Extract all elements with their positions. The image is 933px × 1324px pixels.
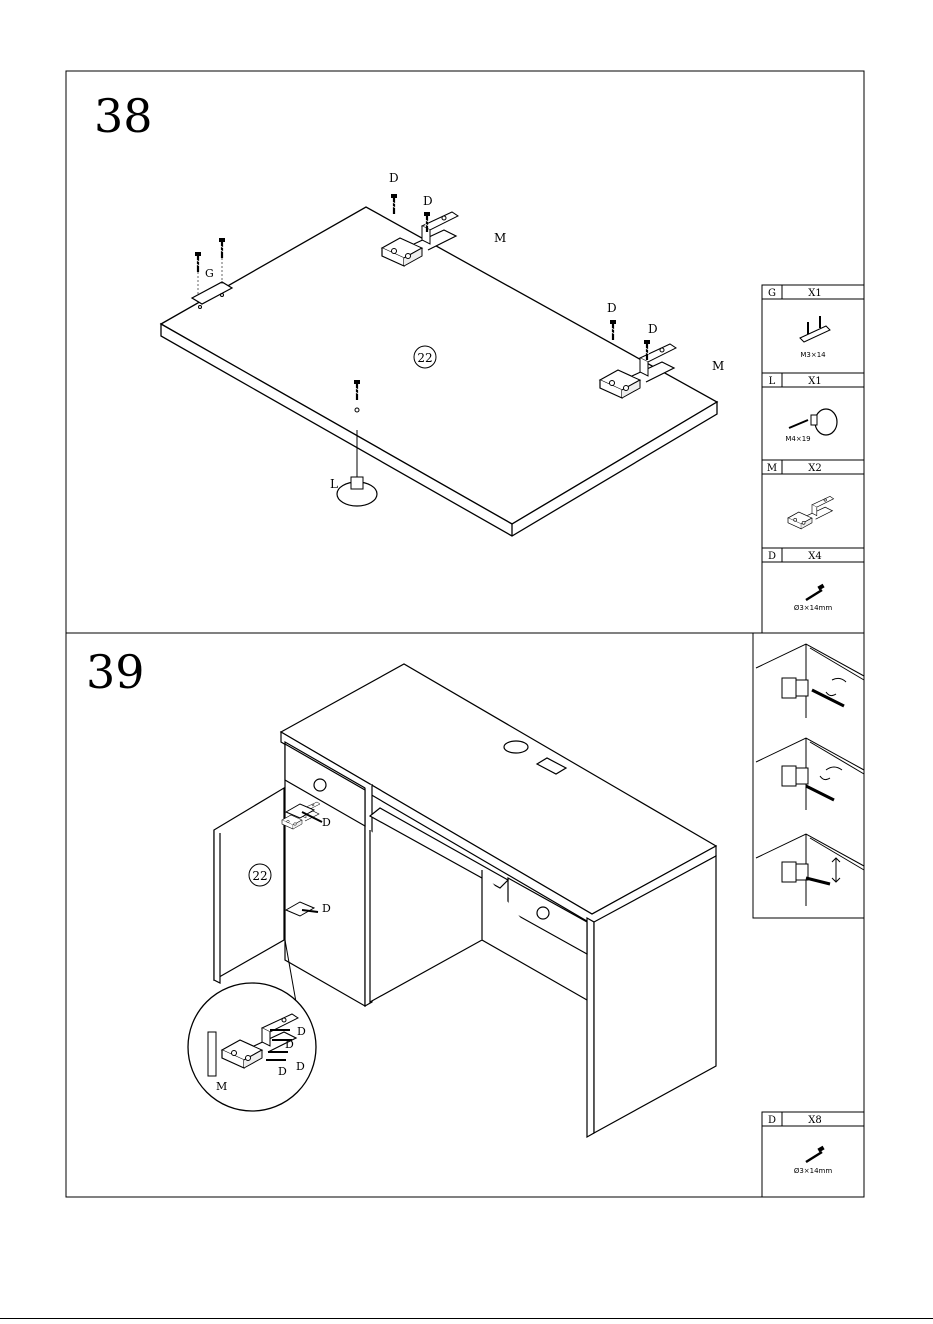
parts-column-38: G X1 M3×14 L X1 M4×19 M X2 (762, 285, 864, 633)
svg-text:X1: X1 (808, 376, 821, 387)
screw-icon (806, 1146, 825, 1162)
part-number-label: 22 (252, 869, 267, 883)
svg-text:X8: X8 (808, 1115, 821, 1126)
step-number: 38 (94, 89, 153, 143)
callout-m: M (216, 1080, 227, 1093)
svg-text:Ø3×14mm: Ø3×14mm (794, 1167, 833, 1175)
callout-d: D (322, 816, 331, 829)
callout-m: M (494, 231, 506, 245)
callout-d: D (648, 322, 658, 336)
page-bottom-rule (0, 1318, 933, 1319)
svg-text:Ø3×14mm: Ø3×14mm (794, 604, 833, 612)
callout-d: D (423, 194, 433, 208)
callout-m: M (712, 359, 724, 373)
svg-text:M: M (767, 463, 777, 474)
callout-l: L (330, 477, 338, 491)
hinge-adjustment-details (753, 633, 864, 918)
callout-d: D (607, 301, 617, 315)
callout-d: D (322, 902, 331, 915)
callout-d: D (296, 1060, 305, 1073)
svg-text:X4: X4 (808, 551, 821, 562)
svg-text:X2: X2 (808, 463, 821, 474)
screw-icon (806, 584, 825, 600)
svg-text:D: D (768, 551, 776, 562)
callout-d: D (389, 171, 399, 185)
callout-d: D (285, 1038, 294, 1051)
step-39-panel: 39 (66, 633, 864, 1197)
svg-text:X1: X1 (808, 288, 821, 299)
part-number-label: 22 (417, 351, 432, 365)
svg-text:D: D (768, 1115, 776, 1126)
step-38-panel: 38 22 G D D M (66, 71, 864, 633)
svg-text:M4×19: M4×19 (785, 435, 810, 443)
callout-d: D (297, 1025, 306, 1038)
desk-top-board: 22 (161, 207, 717, 536)
svg-text:G: G (768, 288, 776, 299)
svg-text:M3×14: M3×14 (800, 351, 826, 359)
svg-text:L: L (769, 376, 776, 387)
callout-g: G (205, 267, 214, 280)
hinge-icon (788, 496, 834, 528)
hinge-plate-icon (800, 316, 830, 342)
step-number: 39 (86, 645, 145, 699)
knob-icon (789, 409, 837, 435)
callout-d: D (278, 1065, 287, 1078)
parts-column-39: D X8 Ø3×14mm (762, 1112, 864, 1197)
